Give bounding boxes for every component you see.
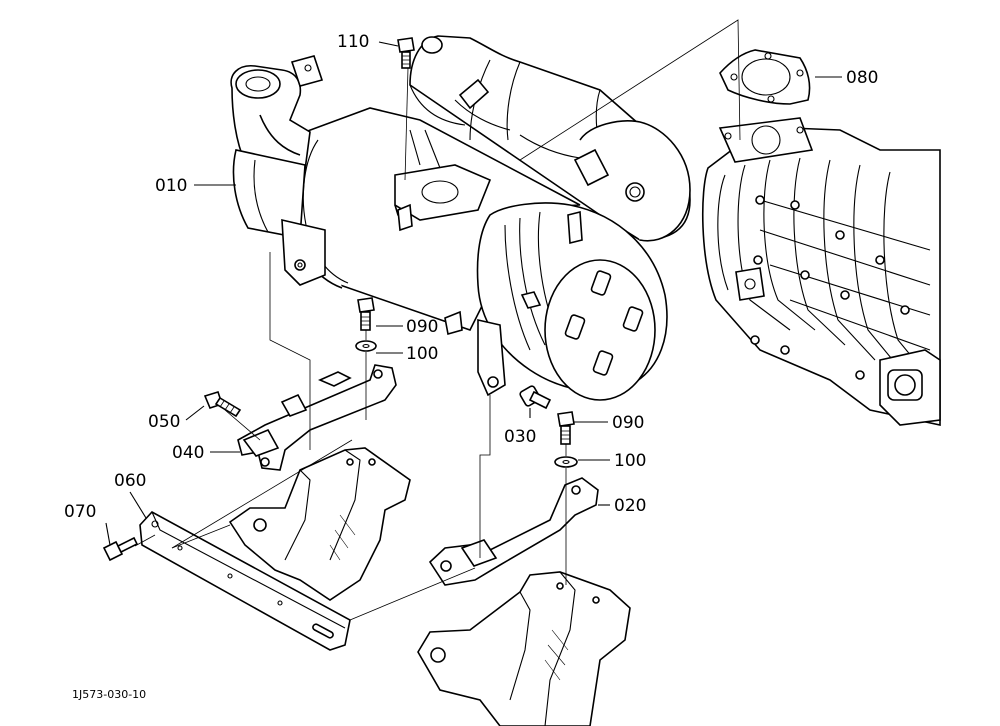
bolt-050	[203, 391, 242, 418]
gasket-080	[719, 49, 811, 105]
label-020: 020	[614, 496, 646, 516]
engine-turbo-housing	[701, 117, 941, 426]
frame-bracket-left	[228, 447, 411, 601]
label-070: 070	[64, 502, 96, 522]
label-050: 050	[148, 412, 180, 432]
label-100-right: 100	[614, 451, 646, 471]
label-090-right: 090	[612, 413, 644, 433]
frame-bracket-right	[417, 571, 631, 726]
muffler-assembly	[230, 35, 691, 401]
bolt-070	[102, 536, 139, 562]
bracket-040	[237, 364, 397, 471]
bolt-030	[519, 385, 552, 410]
label-060: 060	[114, 471, 146, 491]
label-090-left: 090	[406, 317, 438, 337]
part-labels: 010 110 080 090 100 050 040 060 070 030 …	[64, 32, 878, 522]
label-010: 010	[155, 176, 187, 196]
label-110: 110	[337, 32, 369, 52]
label-100-left: 100	[406, 344, 438, 364]
plate-060	[139, 510, 351, 651]
label-040: 040	[172, 443, 204, 463]
bolt-090-left	[355, 297, 377, 352]
label-080: 080	[846, 68, 878, 88]
bolt-090-right	[554, 411, 578, 468]
bracket-020	[428, 477, 599, 586]
assembly-lines	[134, 19, 741, 621]
callout-leaders	[105, 41, 842, 546]
label-030: 030	[504, 427, 536, 447]
bolt-110	[397, 37, 415, 69]
drawing-code: 1J573-030-10	[72, 688, 146, 701]
